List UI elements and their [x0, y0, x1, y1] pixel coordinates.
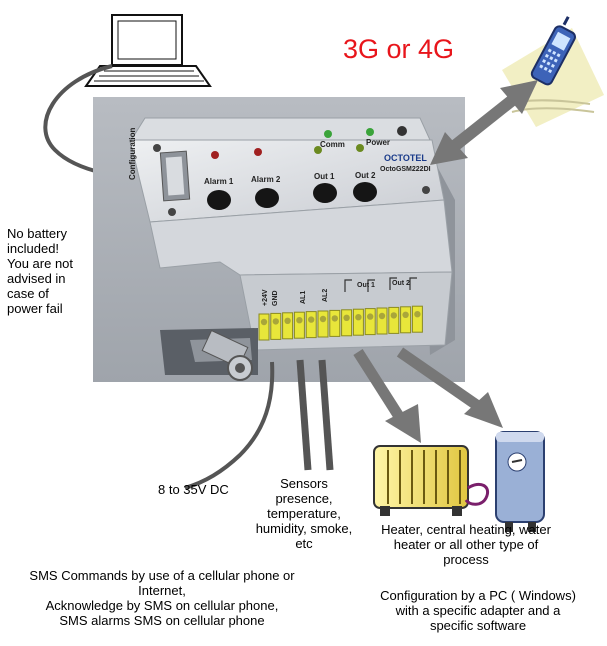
battery-note-line: case of: [7, 286, 49, 301]
terminal-slot: [388, 306, 400, 334]
terminal-screw: [284, 317, 291, 324]
terminal-screw: [272, 318, 279, 325]
sms-note-line: SMS Commands by use of a cellular phone …: [29, 568, 295, 583]
terminal-block: [258, 305, 423, 341]
output-arrow-2: [396, 347, 503, 428]
terminal-label-al2: AL2: [322, 288, 329, 302]
terminal-label-24v: +24V: [262, 289, 269, 306]
device-label-alarm2: Alarm 2: [251, 175, 281, 184]
sms-note-line: Internet,: [138, 583, 186, 598]
device-label-configuration: Configuration: [128, 127, 137, 180]
terminal-slot: [293, 311, 305, 339]
device-label-out2: Out 2: [355, 171, 376, 180]
terminal-screw: [414, 311, 421, 318]
heater-label-line: process: [443, 552, 489, 567]
device-label-brand: OCTOTEL: [384, 153, 427, 163]
terminal-screw: [343, 314, 350, 321]
configuration-note: Configuration by a PC ( Windows) with a …: [360, 588, 596, 633]
terminal-slot: [282, 312, 294, 340]
wireless-link-arrow: [430, 80, 538, 165]
terminal-slot: [305, 311, 317, 339]
sensors-label: Sensors presence, temperature, humidity,…: [244, 476, 364, 551]
configuration-note-line: Configuration by a PC ( Windows): [380, 588, 576, 603]
configuration-note-line: with a specific adapter and a: [395, 603, 561, 618]
network-label: 3G or 4G: [343, 34, 455, 64]
terminal-screw: [260, 318, 268, 326]
sensors-label-line: etc: [295, 536, 313, 551]
sensor-cables: [296, 359, 334, 471]
terminal-label-out1: Out 1: [357, 282, 375, 289]
sms-note-line: Acknowledge by SMS on cellular phone,: [45, 598, 279, 613]
terminal-slot: [400, 306, 412, 334]
cellphone-icon: [502, 16, 604, 127]
device-label-power: Power: [366, 138, 391, 147]
sensors-label-line: humidity, smoke,: [255, 521, 353, 536]
heater-label: Heater, central heating, water heater or…: [368, 522, 564, 567]
terminal-screw: [378, 312, 386, 320]
water-heater-icon: [495, 431, 545, 532]
device-label-alarm1: Alarm 1: [204, 177, 234, 186]
device-label-comm: Comm: [320, 140, 345, 149]
device-label-model: OctoGSM222DI: [380, 166, 431, 173]
terminal-slot: [270, 312, 282, 340]
terminal-slot: [341, 309, 353, 337]
heater-label-line: heater or all other type of: [393, 537, 539, 552]
battery-note-line: included!: [7, 241, 60, 256]
gsm-device: [129, 117, 455, 381]
terminal-screw: [367, 313, 374, 320]
terminal-label-gnd: GND: [272, 290, 279, 306]
sensors-label-line: temperature,: [267, 506, 341, 521]
terminal-slot: [258, 313, 270, 341]
configuration-note-line: specific software: [429, 618, 527, 633]
power-supply-label: 8 to 35V DC: [158, 482, 229, 497]
antenna-connector: [201, 329, 253, 381]
battery-note-line: advised in: [7, 271, 66, 286]
power-cable: [184, 361, 275, 490]
output-arrow-1: [353, 349, 421, 443]
sms-note-line: SMS alarms SMS on cellular phone: [59, 613, 265, 628]
terminal-slot: [364, 308, 376, 336]
terminal-slot: [317, 310, 329, 338]
terminal-screw: [355, 314, 362, 321]
terminal-screw: [308, 316, 315, 323]
terminal-screw: [390, 312, 397, 319]
terminal-screw: [402, 311, 409, 318]
battery-note-line: You are not: [7, 256, 74, 271]
battery-note: No battery included! You are not advised…: [7, 226, 73, 316]
sensors-label-line: Sensors: [280, 476, 328, 491]
device-label-out1: Out 1: [314, 172, 335, 181]
terminal-slot: [329, 309, 341, 337]
sensors-label-line: presence,: [275, 491, 333, 506]
laptop-icon: [84, 14, 212, 87]
terminal-screw: [319, 315, 327, 323]
terminal-slot: [352, 308, 364, 336]
terminal-slot: [376, 307, 388, 335]
battery-note-line: power fail: [7, 301, 63, 316]
terminal-screw: [296, 317, 303, 324]
terminal-label-out2: Out 2: [392, 280, 410, 287]
terminal-slot: [411, 305, 423, 333]
sms-note: SMS Commands by use of a cellular phone …: [12, 568, 312, 628]
heater-label-line: Heater, central heating, water: [381, 522, 551, 537]
terminal-screw: [331, 315, 338, 322]
radiator-icon: [373, 445, 489, 516]
battery-note-line: No battery: [7, 226, 67, 241]
terminal-label-al1: AL1: [300, 290, 307, 304]
